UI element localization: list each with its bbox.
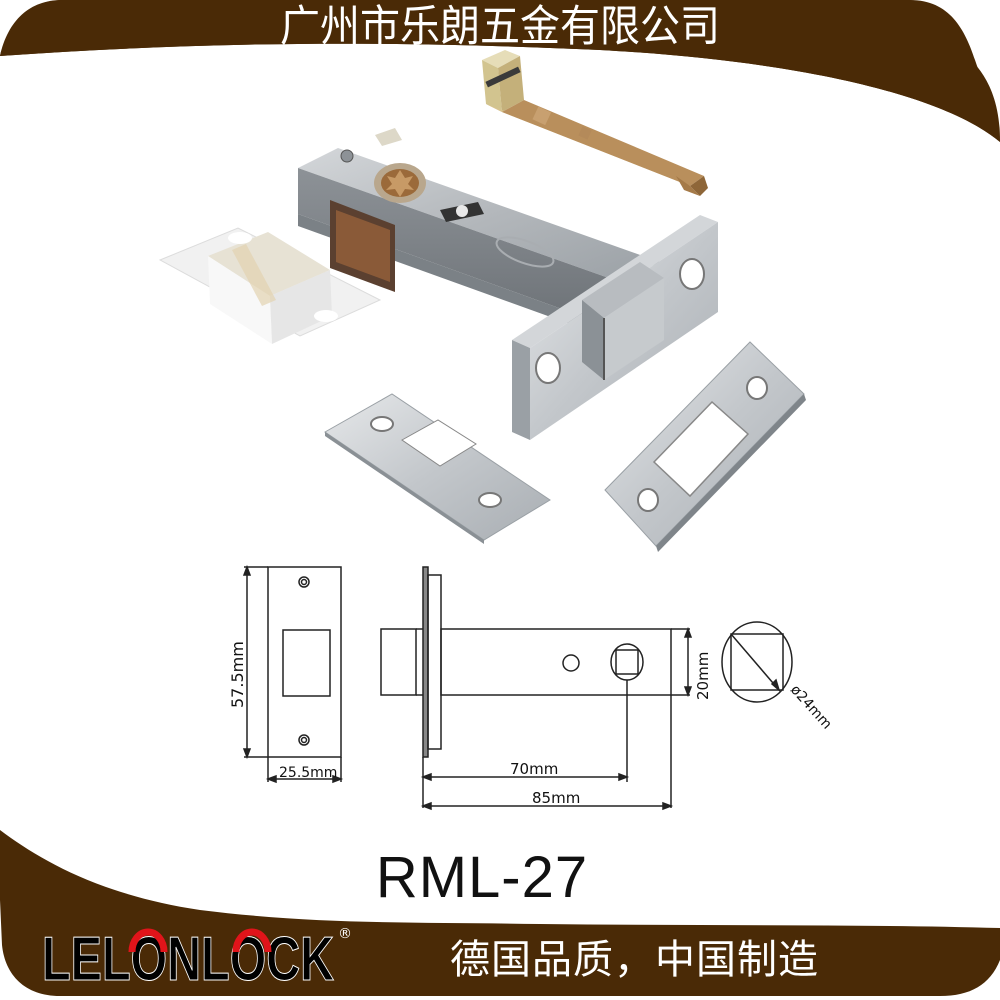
- lock-body-outline: [440, 628, 672, 696]
- logo-arc-1: [128, 928, 168, 953]
- dim-strike-width: 25.5mm: [279, 765, 337, 781]
- dim-strike-height: 57.5mm: [228, 641, 247, 708]
- registered-mark: ®: [338, 926, 352, 942]
- dim-spindle-diameter: ø24mm: [787, 682, 835, 733]
- strike-plate-outline: [267, 566, 342, 758]
- dim-backset: 70mm: [510, 760, 558, 778]
- slogan: 德国品质，中国制造: [450, 937, 819, 983]
- brand-name: LELONLOCK: [42, 925, 334, 988]
- company-name: 广州市乐朗五金有限公司: [280, 2, 720, 53]
- dim-body-height: 20mm: [694, 652, 712, 700]
- lock-body-image: [298, 128, 718, 440]
- brand-logo: LELONLOCK ®: [42, 925, 353, 989]
- dim-body-length: 85mm: [532, 789, 580, 807]
- strike-plate-image: [324, 393, 551, 544]
- logo-arc-2: [232, 928, 272, 953]
- spindle-image: [482, 50, 708, 196]
- face-plate-image: [604, 341, 806, 552]
- box-keep-image: [158, 227, 382, 344]
- model-number: RML-27: [375, 845, 589, 910]
- bottom-banner-band: [0, 830, 1000, 996]
